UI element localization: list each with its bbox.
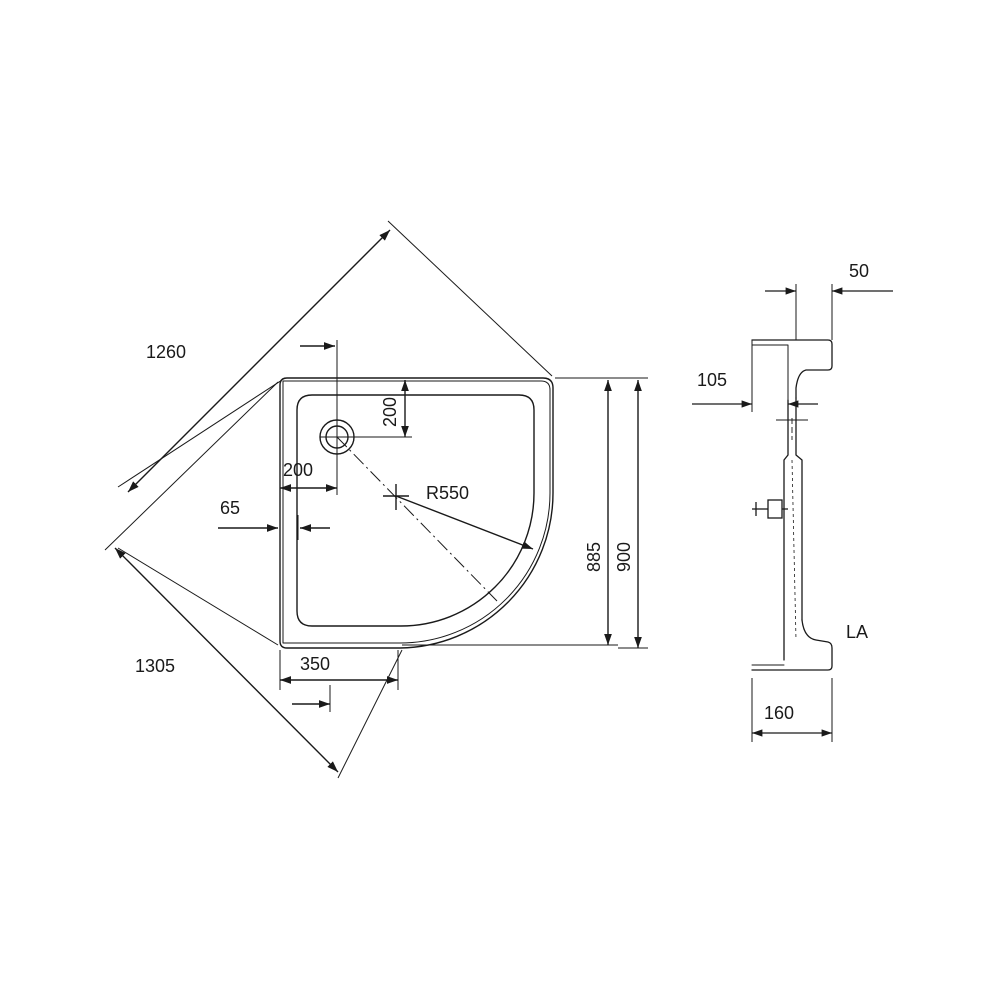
section-labels: 50 105 160 LA <box>697 261 869 723</box>
label-160: 160 <box>764 703 794 723</box>
section-bottom-foot <box>751 619 833 671</box>
label-200-horizontal: 200 <box>283 460 313 480</box>
section-top-rim-inner <box>751 344 789 401</box>
ext-1305-bottom <box>337 649 403 779</box>
plan-labels: 1260 1305 200 200 65 R550 885 900 350 <box>135 342 634 676</box>
tray-outer-outline <box>279 377 554 649</box>
plan-view <box>104 220 648 779</box>
label-105: 105 <box>697 370 727 390</box>
diagonal-centerline <box>336 436 498 602</box>
section-wall-outer <box>795 397 803 621</box>
label-350: 350 <box>300 654 330 674</box>
section-wall-inner <box>783 399 789 661</box>
label-1305: 1305 <box>135 656 175 676</box>
radius-arrow <box>395 495 534 550</box>
ext-1260-left <box>117 379 283 488</box>
label-885: 885 <box>584 542 604 572</box>
section-top-rim <box>751 339 833 399</box>
section-drain-body <box>767 499 783 519</box>
tray-inner-basin <box>296 394 535 627</box>
label-200-vertical: 200 <box>380 397 400 427</box>
label-variant-la: LA <box>846 622 868 642</box>
dim-line-1260 <box>127 229 391 493</box>
section-view <box>692 284 893 742</box>
label-900: 900 <box>614 542 634 572</box>
label-r550: R550 <box>426 483 469 503</box>
label-1260: 1260 <box>146 342 186 362</box>
label-50: 50 <box>849 261 869 281</box>
section-wall-hatch <box>791 459 797 641</box>
ext-1305-left <box>104 381 279 551</box>
ext-1260-top <box>387 220 553 377</box>
dim-line-1305 <box>114 547 339 773</box>
label-65: 65 <box>220 498 240 518</box>
tray-rim-outline <box>282 380 551 644</box>
ext-1305-diag <box>117 547 279 646</box>
